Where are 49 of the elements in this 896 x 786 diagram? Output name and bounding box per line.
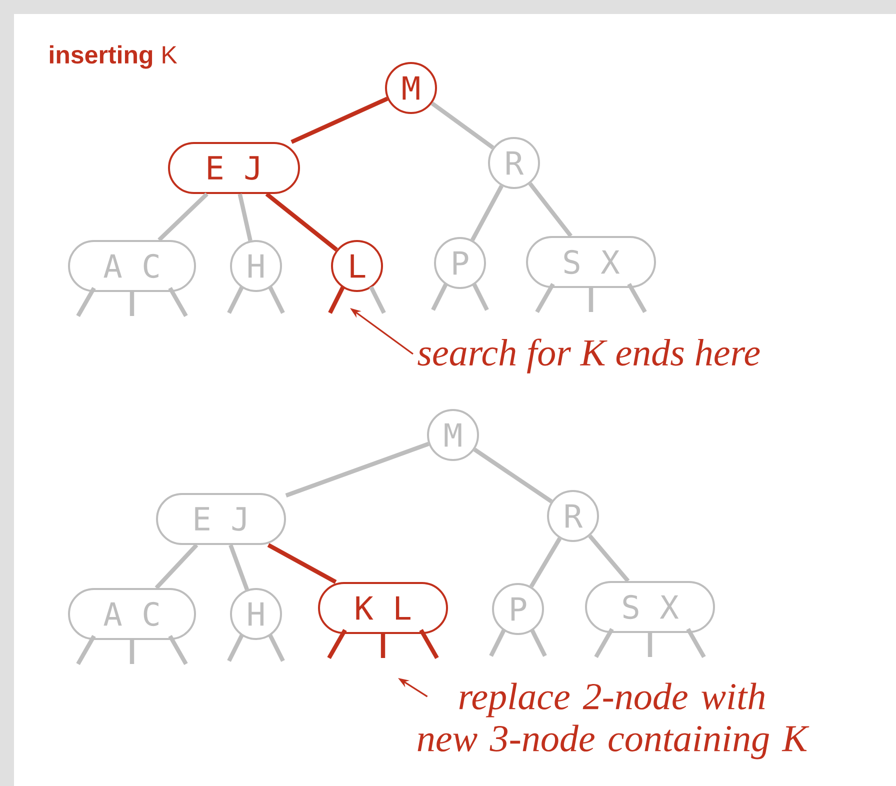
tree-node-box: S X [585, 581, 715, 633]
null-link [130, 640, 134, 664]
null-link [327, 628, 347, 660]
null-link [76, 634, 96, 666]
tree-link [265, 192, 338, 252]
tree-node-box: E J [168, 142, 300, 194]
tree-link [158, 192, 208, 242]
tree-node-box: E J [156, 493, 286, 545]
tree-link [528, 182, 572, 238]
null-link [489, 629, 506, 657]
null-link [431, 283, 448, 311]
null-link [328, 286, 345, 314]
tree-link [473, 448, 553, 504]
tree-link [285, 442, 430, 498]
tree-link [267, 543, 337, 584]
tree-link [238, 194, 252, 242]
null-link [472, 283, 489, 311]
tree-link [154, 544, 198, 590]
null-link [588, 288, 594, 312]
title: inserting K [50, 45, 178, 69]
null-link [168, 634, 188, 666]
null-link [168, 286, 188, 318]
tree-node-box: A C [68, 240, 196, 292]
null-link [268, 286, 285, 314]
null-link [627, 282, 647, 314]
tree-node-box: A C [68, 588, 196, 640]
null-link [76, 286, 96, 318]
null-link [268, 634, 285, 662]
tree-link [430, 102, 494, 150]
null-link [648, 633, 652, 657]
annotation-text: replace 2-node with new 3-node containing K [418, 682, 810, 760]
tree-link [290, 96, 388, 144]
tree-node-box: S X [526, 236, 656, 288]
tree-link [470, 184, 504, 242]
null-link [369, 286, 386, 314]
tree-link [529, 537, 562, 588]
null-link [419, 628, 439, 660]
tree-link [588, 534, 630, 582]
null-link [530, 629, 547, 657]
null-link [227, 286, 244, 314]
null-link [686, 628, 706, 658]
null-link [535, 282, 555, 314]
null-link [380, 634, 386, 658]
null-link [227, 634, 244, 662]
null-link [594, 628, 614, 658]
tree-link [228, 544, 249, 590]
tree-node-box: K L [318, 582, 448, 634]
null-link [130, 292, 134, 316]
annotation-text: search for K ends here [418, 338, 760, 374]
